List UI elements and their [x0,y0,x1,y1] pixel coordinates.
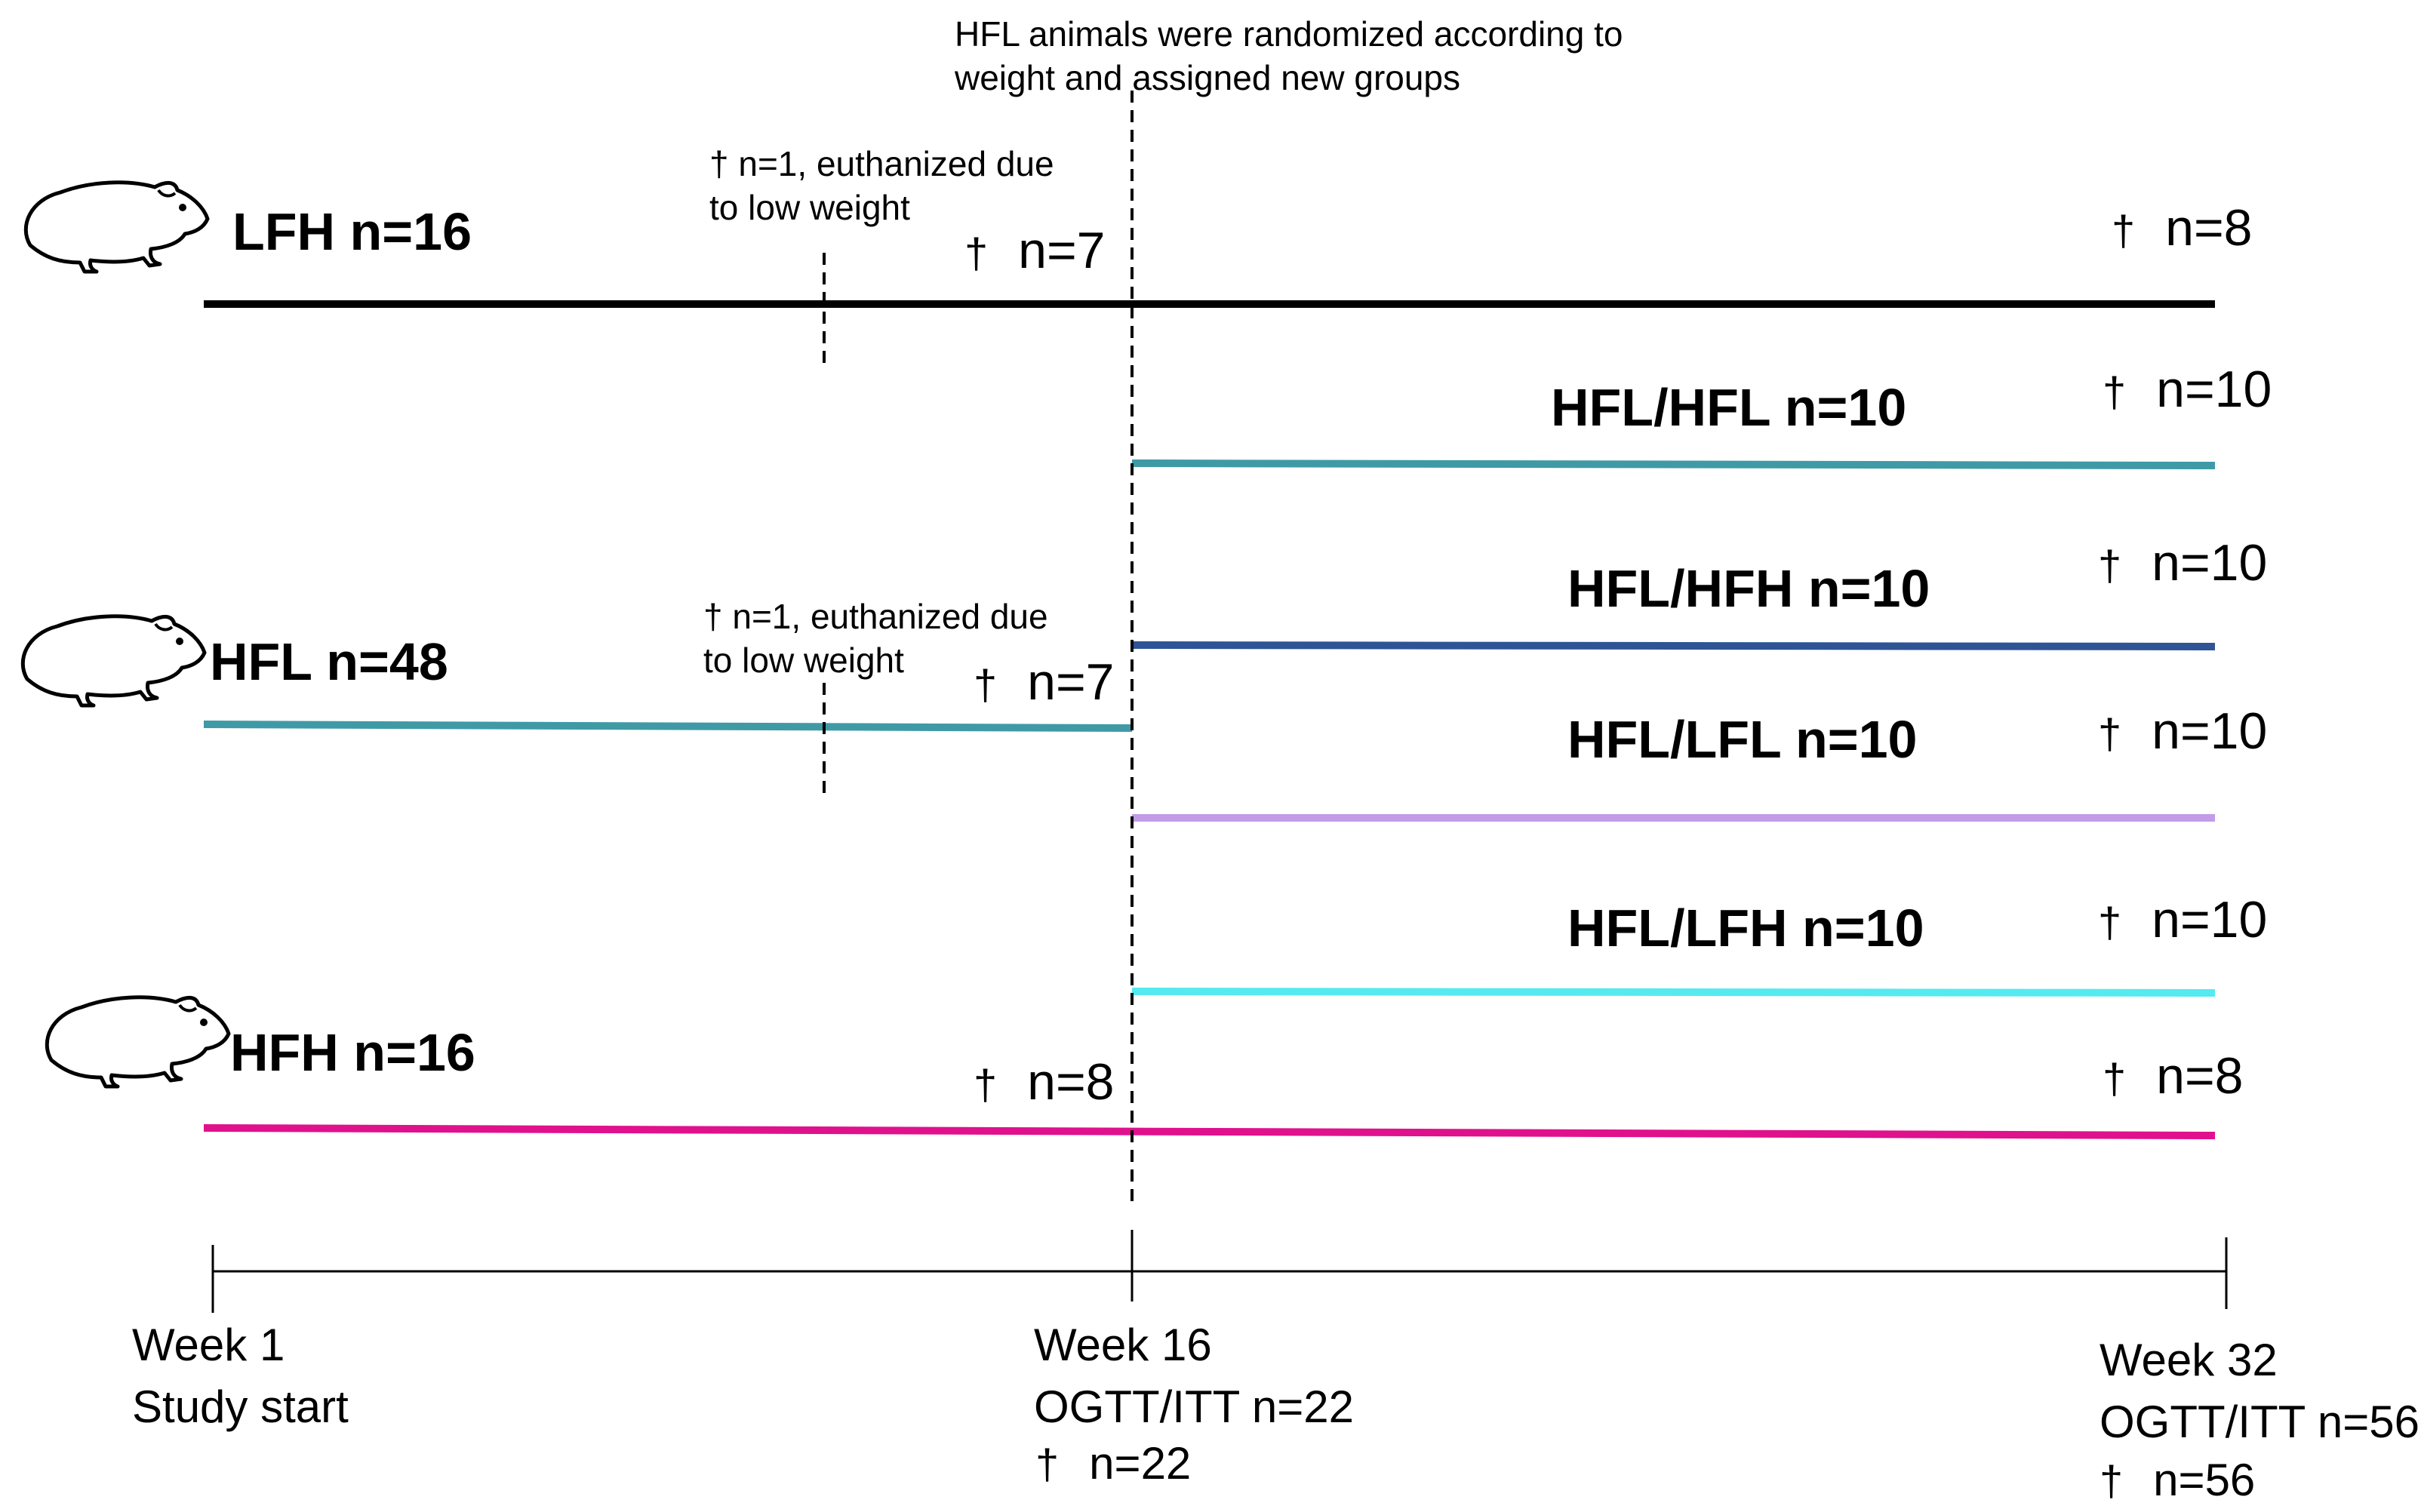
week32-sacrifice-total: †n=56 [2100,1455,2256,1505]
hfl-hfl-group-label: HFL/HFL n=10 [1551,378,1907,437]
hfl-euthanized-note: † n=1, euthanized due to low weight [703,597,1048,680]
dagger-icon: † [2098,542,2122,589]
dagger-icon: † [1035,1440,1060,1488]
hfh-week32-sacrifice: †n=8 [2103,1047,2244,1105]
dagger-icon: † [974,1061,998,1108]
hfh-timeline-line [203,1124,2216,1139]
dagger-icon: † [964,229,989,277]
dagger-icon: † [2103,1055,2127,1102]
week32-axis-label: Week 32 OGTT/ITT n=56 [2100,1335,2420,1447]
hfl-timeline-line [203,721,1133,732]
hfl-hfh-timeline-line [1131,641,2216,650]
hfl-hfh-week32-sacrifice: †n=10 [2098,534,2268,592]
dagger-icon: † [2098,710,2122,758]
week16-axis-label: Week 16 OGTT/ITT n=22 [1034,1320,1355,1432]
hfl-hfl-week32-sacrifice: †n=10 [2103,361,2272,418]
lfh-week32-sacrifice: †n=8 [2112,199,2253,257]
dagger-icon: † [974,661,998,708]
week16-sacrifice-total: †n=22 [1035,1438,1192,1489]
hfl-lfl-week32-sacrifice: †n=10 [2098,702,2268,760]
guinea-pig-icon [47,997,229,1086]
guinea-pig-icon [26,183,208,272]
dagger-icon: † [2100,1457,2124,1504]
hfl-lfh-week32-sacrifice: †n=10 [2098,891,2268,948]
lfh-week16-sacrifice: †n=7 [964,222,1106,279]
dagger-icon: † [2112,207,2136,254]
randomization-note: HFL animals were randomized according to… [955,14,1623,97]
hfl-lfh-group-label: HFL/LFH n=10 [1567,899,1924,957]
hfl-lfl-group-label: HFL/LFL n=10 [1567,710,1918,769]
hfl-group-label: HFL n=48 [210,632,448,691]
lfh-euthanized-note: † n=1, euthanized due to low weight [709,144,1054,227]
hfl-hfh-group-label: HFL/HFH n=10 [1567,559,1930,618]
guinea-pig-icon [23,616,205,705]
hfl-lfh-timeline-line [1131,988,2216,997]
hfl-week16-sacrifice: †n=7 [974,653,1115,711]
lfh-group-label: LFH n=16 [232,202,472,261]
hfh-week16-sacrifice: †n=8 [974,1053,1115,1111]
dagger-icon: † [2098,899,2122,946]
hfl-hfl-timeline-line [1131,459,2216,469]
hfh-group-label: HFH n=16 [230,1023,475,1082]
week1-axis-label: Week 1 Study start [132,1320,349,1432]
dagger-icon: † [2103,368,2127,416]
